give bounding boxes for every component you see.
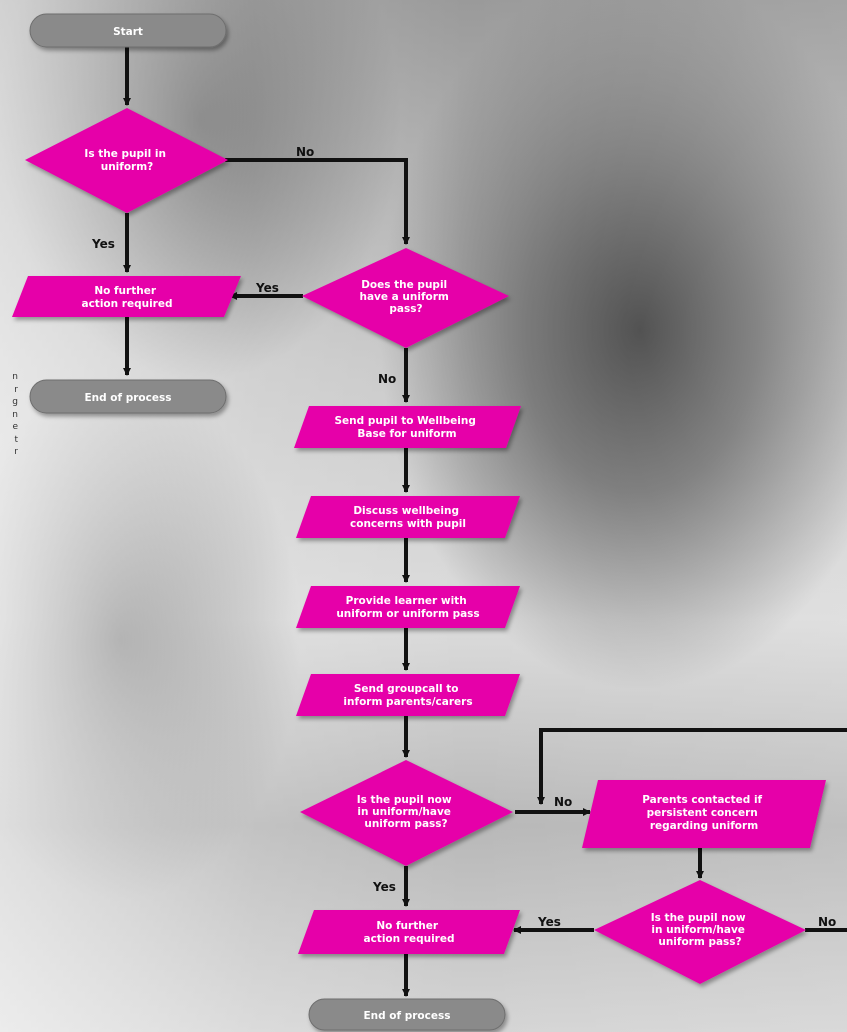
side-text-line: t	[14, 434, 18, 445]
label-q2-no: No	[378, 372, 396, 386]
side-text-line: n	[12, 409, 18, 420]
side-text-fragments: n r g n e t r	[2, 371, 18, 459]
decision-uniform-pass-line: pass?	[389, 303, 422, 315]
side-text-line: r	[14, 447, 18, 457]
no-further-action-2-text: No further action required	[364, 920, 455, 945]
no-further-action-1-text: No further action required	[82, 285, 173, 310]
decision-in-uniform-line: uniform?	[101, 161, 154, 173]
process-send-wellbeing-text: Send pupil to Wellbeing Base for uniform	[335, 415, 480, 440]
process-send-groupcall-line: Send groupcall to	[354, 683, 459, 695]
label-q2-yes: Yes	[255, 281, 279, 295]
decision-now-in-uniform-1: Is the pupil now in uniform/have uniform…	[300, 760, 513, 866]
label-q3-yes: Yes	[372, 880, 396, 894]
process-send-wellbeing: Send pupil to Wellbeing Base for uniform	[294, 406, 521, 448]
process-parents-contacted-line: regarding uniform	[650, 820, 758, 832]
decision-uniform-pass-line: have a uniform	[359, 291, 448, 303]
process-discuss-concerns: Discuss wellbeing concerns with pupil	[296, 496, 520, 538]
process-discuss-concerns-line: concerns with pupil	[350, 518, 466, 530]
decision-now-in-uniform-1-line: uniform pass?	[364, 818, 447, 830]
process-send-wellbeing-line: Base for uniform	[357, 428, 456, 440]
end-terminator-2: End of process	[308, 998, 506, 1031]
no-further-action-1-line: No further	[94, 285, 156, 297]
end-terminator-1: End of process	[29, 379, 227, 414]
process-discuss-concerns-line: Discuss wellbeing	[353, 505, 459, 517]
side-text-line: g	[12, 397, 18, 407]
no-further-action-1: No further action required	[12, 276, 241, 317]
edge-q1-no	[225, 158, 410, 245]
no-further-action-2: No further action required	[298, 910, 520, 954]
decision-in-uniform-line: Is the pupil in	[84, 148, 166, 160]
process-parents-contacted-line: Parents contacted if	[642, 794, 762, 806]
label-q4-yes: Yes	[537, 915, 561, 929]
decision-now-in-uniform-2-line: uniform pass?	[658, 936, 741, 948]
decision-now-in-uniform-1-text: Is the pupil now in uniform/have uniform…	[357, 794, 456, 830]
decision-now-in-uniform-1-line: Is the pupil now	[357, 794, 452, 806]
no-further-action-1-line: action required	[82, 298, 173, 310]
decision-uniform-pass: Does the pupil have a uniform pass?	[302, 248, 509, 348]
decision-now-in-uniform-1-line: in uniform/have	[357, 806, 451, 818]
process-discuss-concerns-text: Discuss wellbeing concerns with pupil	[350, 505, 466, 530]
process-parents-contacted-text: Parents contacted if persistent concern …	[642, 794, 766, 832]
process-provide-uniform-text: Provide learner with uniform or uniform …	[336, 595, 479, 620]
no-further-action-2-line: No further	[376, 920, 438, 932]
end-2-label: End of process	[363, 1010, 450, 1022]
decision-uniform-pass-line: Does the pupil	[361, 279, 447, 291]
process-provide-uniform-line: uniform or uniform pass	[336, 608, 479, 620]
process-send-groupcall: Send groupcall to inform parents/carers	[296, 674, 520, 716]
process-provide-uniform-line: Provide learner with	[346, 595, 467, 607]
label-q3-no: No	[554, 795, 572, 809]
label-q1-yes: Yes	[91, 237, 115, 251]
process-send-groupcall-text: Send groupcall to inform parents/carers	[343, 683, 472, 708]
decision-now-in-uniform-2: Is the pupil now in uniform/have uniform…	[594, 880, 806, 984]
no-further-action-2-line: action required	[364, 933, 455, 945]
side-text-line: r	[14, 384, 18, 395]
decision-now-in-uniform-2-text: Is the pupil now in uniform/have uniform…	[651, 912, 750, 948]
process-send-wellbeing-line: Send pupil to Wellbeing	[335, 415, 476, 427]
label-q4-no: No	[818, 915, 836, 929]
decision-uniform-pass-text: Does the pupil have a uniform pass?	[359, 279, 452, 315]
end-1-label: End of process	[84, 392, 171, 404]
process-provide-uniform: Provide learner with uniform or uniform …	[296, 586, 520, 628]
decision-in-uniform-text: Is the pupil in uniform?	[84, 148, 169, 173]
decision-now-in-uniform-2-line: Is the pupil now	[651, 912, 746, 924]
side-text-line: n	[12, 372, 18, 382]
side-text-line: e	[12, 422, 18, 432]
process-parents-contacted: Parents contacted if persistent concern …	[582, 780, 826, 848]
connectors	[123, 47, 847, 997]
decision-now-in-uniform-2-line: in uniform/have	[651, 924, 745, 936]
start-terminator: Start	[29, 13, 227, 48]
label-q1-no: No	[296, 145, 314, 159]
decision-in-uniform: Is the pupil in uniform?	[25, 108, 228, 213]
process-parents-contacted-line: persistent concern	[647, 807, 758, 819]
edge-loop-back	[537, 728, 847, 805]
process-send-groupcall-line: inform parents/carers	[343, 696, 472, 708]
start-label: Start	[113, 26, 143, 38]
